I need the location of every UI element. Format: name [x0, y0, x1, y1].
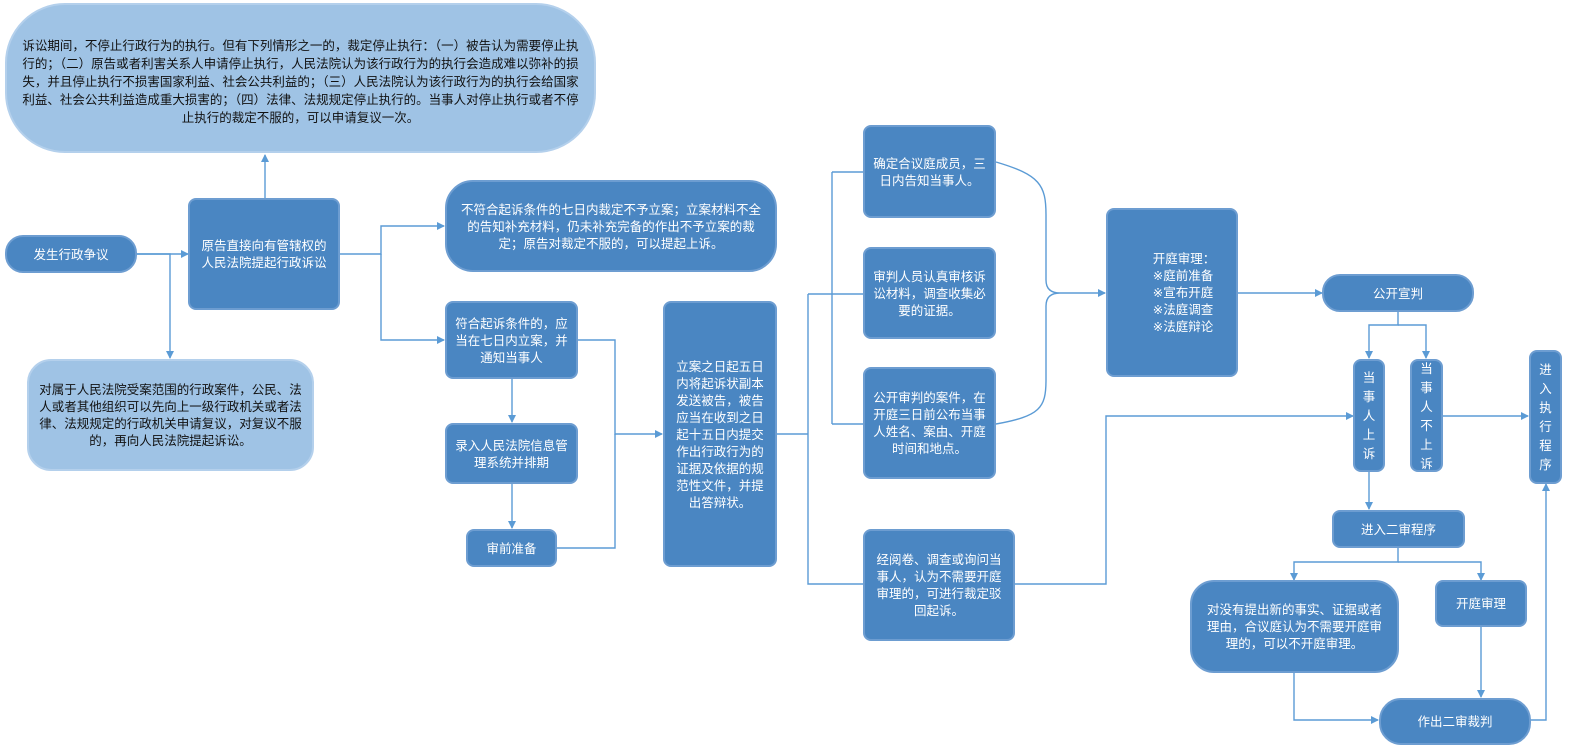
five-days-node: 立案之日起五日内将起诉状副本发送被告，被告应当在收到之日起十五日内提交作出行政行…	[663, 301, 777, 567]
brace-to-hearing	[995, 161, 1061, 425]
arrow-verdict-to-noappeal	[1398, 324, 1430, 359]
arrow-sue-to-meet	[380, 254, 445, 344]
no-new-facts-node: 对没有提出新的事实、证据或者理由，合议庭认为不需要开庭审理的，可以不开庭审理。	[1190, 580, 1399, 673]
enter-execution-node: 进 入 执 行 程 序	[1529, 350, 1562, 484]
open-hearing-node: 开庭审理	[1435, 580, 1527, 627]
arrow-second-to-nonew	[1290, 548, 1399, 581]
sue-directly-node: 原告直接向有管辖权的 人民法院提起行政诉讼	[188, 198, 340, 310]
no-hearing-needed-node: 经阅卷、调查或询问当事人，认为不需要开庭审理的，可进行裁定驳回起诉。	[863, 529, 1015, 641]
arrow-verdict-to-appeal	[1365, 312, 1399, 359]
public-verdict-node: 公开宣判	[1322, 274, 1474, 312]
party-appeal-node: 当 事 人 上 诉	[1353, 359, 1385, 472]
arrow-dispute-to-reconsider	[137, 253, 174, 359]
reconsideration-node: 对属于人民法院受案范围的行政案件，公民、法人或者其他组织可以先向上一级行政机关或…	[27, 359, 314, 471]
arrow-nohearing-to-appeal	[1015, 412, 1354, 585]
arrow-nonew-to-judgment	[1293, 673, 1379, 724]
arrow-pretrial-to-fivedays	[557, 434, 616, 549]
register-system-node: 录入人民法院信息管理系统并排期	[445, 423, 578, 484]
court-hearing-node: 开庭审理： ※庭前准备 ※宣布开庭 ※法庭调查 ※法庭辩论	[1106, 208, 1238, 377]
arrow-judgment-to-execute	[1530, 483, 1550, 721]
meet-conditions-node: 符合起诉条件的，应当在七日内立案，并通知当事人	[445, 301, 578, 379]
second-instance-node: 进入二审程序	[1332, 510, 1465, 548]
pretrial-prep-node: 审前准备	[466, 529, 557, 567]
arrow-sue-to-notmeet	[340, 222, 445, 255]
public-case-node: 公开审判的案件，在开庭三日前公布当事人姓名、案由、开庭时间和地点。	[863, 367, 996, 479]
arrow-second-to-open	[1398, 561, 1485, 581]
panel-members-node: 确定合议庭成员，三日内告知当事人。	[863, 125, 996, 218]
review-materials-node: 审判人员认真审核诉讼材料，调查收集必要的证据。	[863, 247, 996, 339]
bracket-main	[807, 294, 863, 585]
arrow-meet-to-fivedays	[578, 339, 663, 438]
suspend-execution-note: 诉讼期间，不停止行政行为的执行。但有下列情形之一的，裁定停止执行：（一）被告认为…	[5, 3, 596, 153]
dispute-node: 发生行政争议	[5, 235, 137, 273]
party-no-appeal-node: 当 事 人 不 上 诉	[1410, 359, 1443, 472]
second-judgment-node: 作出二审裁判	[1379, 698, 1531, 745]
not-meet-conditions-node: 不符合起诉条件的七日内裁定不予立案；立案材料不全的告知补充材料，仍未补充完备的作…	[445, 180, 777, 272]
